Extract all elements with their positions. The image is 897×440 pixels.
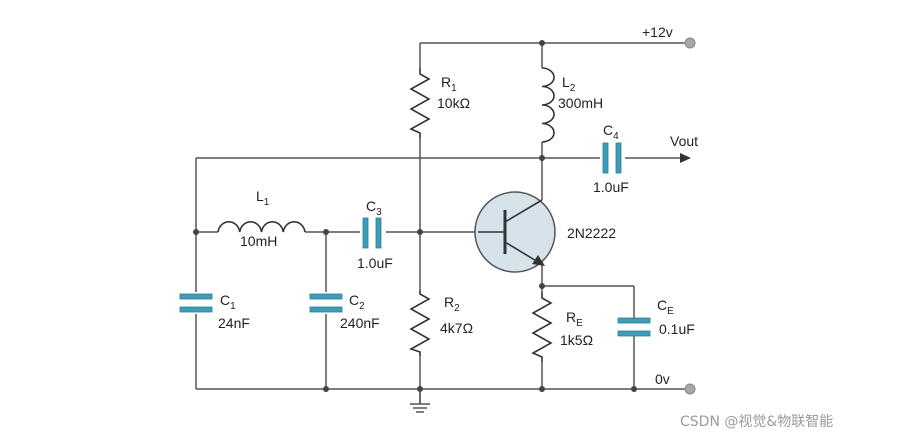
c1-value: 24nF [218,315,250,331]
c3-designator: C3 [366,198,382,218]
transistor-emitter-lead [504,241,539,263]
r1-designator: R1 [441,74,457,94]
c2-value: 240nF [340,315,380,331]
c1-designator: C1 [220,292,236,312]
output-label: Vout [670,133,698,149]
junction-dot [417,229,423,235]
watermark: CSDN @视觉&物联智能 [680,414,833,430]
capacitor-c4 [602,142,622,174]
l2-designator: L2 [562,74,576,94]
junctions [193,40,637,392]
capacitor-plate [617,317,651,324]
c4-value: 1.0uF [593,179,629,195]
emitter-arrow-icon [532,255,545,266]
l1-designator: L1 [256,188,270,208]
transistor-2n2222 [474,191,556,273]
capacitor-ce [617,317,651,337]
c3-value: 1.0uF [357,255,393,271]
resistor-r1 [409,68,431,138]
resistor-re [531,292,553,362]
capacitor-plate [617,330,651,337]
junction-dot [631,386,637,392]
capacitor-c1 [179,293,213,313]
transistor-body [474,191,556,273]
ce-value: 0.1uF [659,321,695,337]
capacitor-plate [179,293,213,300]
resistor-r2 [409,290,431,356]
re-value: 1k5Ω [560,332,593,348]
capacitor-plate [362,217,369,249]
junction-dot [323,229,329,235]
junction-dot [539,155,545,161]
junction-dot [539,40,545,46]
ground-icon [410,389,430,413]
re-designator: RE [566,309,583,329]
capacitor-plate [615,142,622,174]
ground-label: 0v [655,371,670,387]
capacitor-plate [179,306,213,313]
c4-designator: C4 [603,122,619,142]
transistor-collector-lead [504,199,543,223]
capacitor-plate [602,142,609,174]
capacitor-plate [309,306,343,313]
junction-dot [539,283,545,289]
r2-value: 4k7Ω [440,320,473,336]
c2-designator: C2 [349,292,365,312]
ce-designator: CE [657,297,674,317]
transistor-label: 2N2222 [567,225,616,241]
capacitor-c2 [309,293,343,313]
capacitor-c3 [362,217,382,249]
ground-terminal [684,383,696,395]
wires [195,42,690,404]
supply-terminal [684,37,696,49]
capacitor-plate [309,293,343,300]
inductor-l2 [541,67,555,143]
r1-value: 10kΩ [437,95,470,111]
supply-label: +12v [642,24,673,40]
r2-designator: R2 [444,294,460,314]
junction-dot [193,229,199,235]
l2-value: 300mH [558,95,603,111]
l1-value: 10mH [240,233,277,249]
inductor-l1 [217,221,306,233]
junction-dot [539,386,545,392]
output-arrow-icon [680,153,691,163]
junction-dot [323,386,329,392]
capacitor-plate [375,217,382,249]
